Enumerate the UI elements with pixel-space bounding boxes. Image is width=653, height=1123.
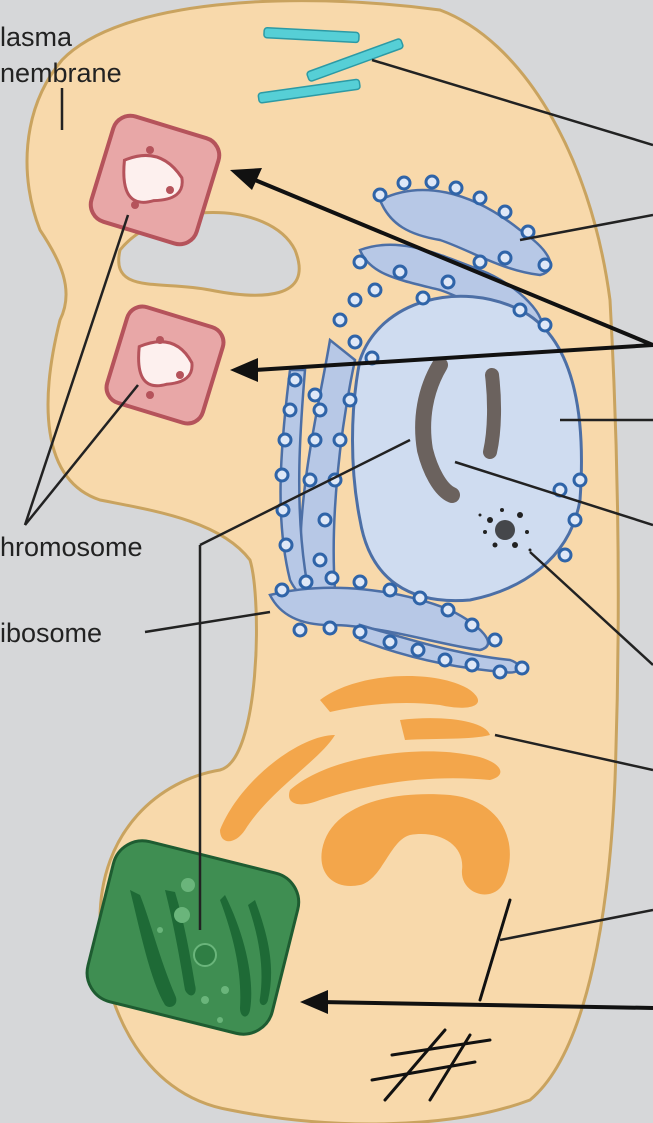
label-chromosome: hromosome [0, 532, 143, 562]
label-ribosome: ibosome [0, 618, 102, 648]
label-plasma-line2: nembrane [0, 58, 122, 88]
chromatin-2 [490, 375, 494, 452]
nucleus [353, 296, 582, 600]
label-plasma-line1: lasma [0, 22, 73, 52]
